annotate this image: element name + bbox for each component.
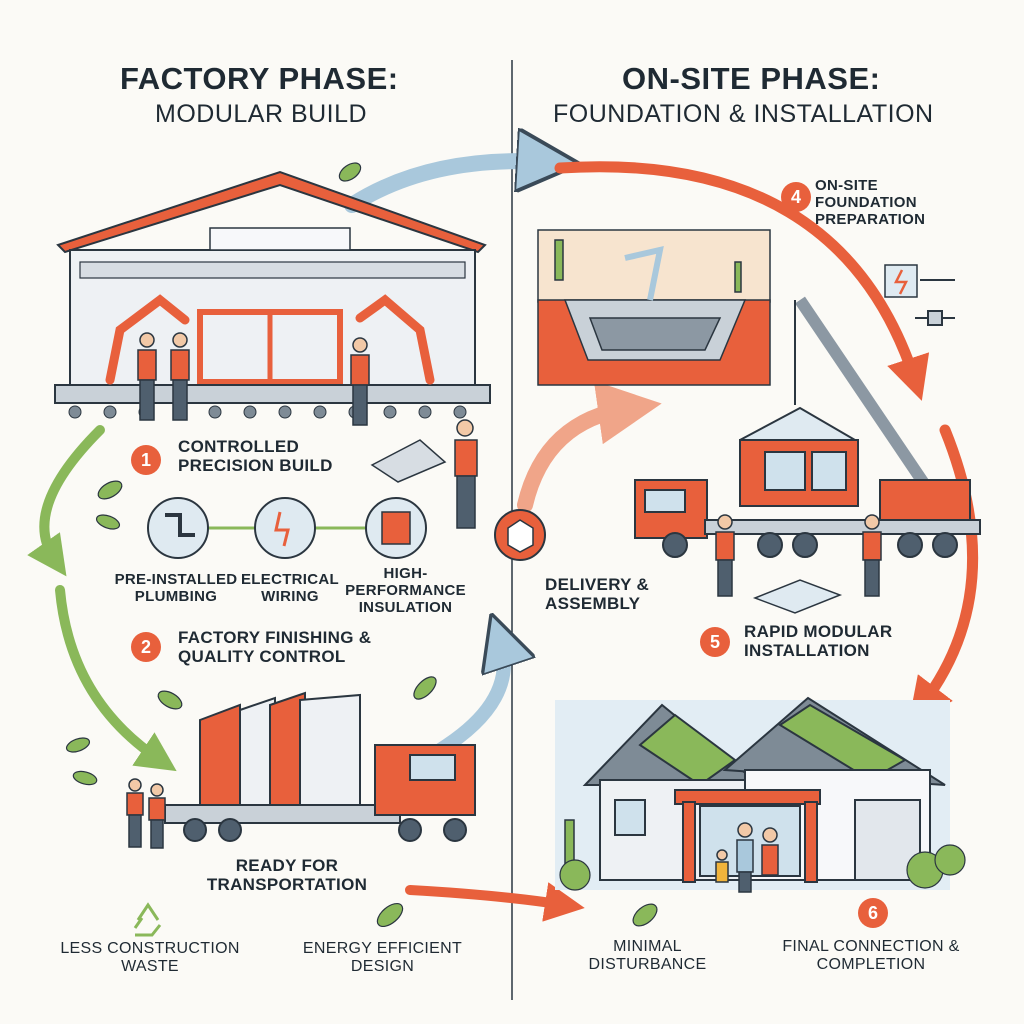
feature-icons-row	[147, 497, 427, 559]
flow-arrow-to-completion	[405, 882, 585, 922]
flow-arrow-onsite-arc-lower	[908, 424, 979, 723]
flow-arrow-delivery	[433, 640, 504, 757]
factory-phase-title: FACTORY PHASE:	[120, 61, 399, 96]
step-1-badge: 1	[131, 445, 161, 475]
feature-wiring-label: ELECTRICAL WIRING	[241, 571, 339, 605]
onsite-phase-title: ON-SITE PHASE:	[622, 61, 881, 96]
step-6-badge: 6	[858, 898, 888, 928]
flow-arrow-to-site	[344, 161, 548, 213]
flow-arrow-factory-arc	[55, 585, 177, 772]
benefit-energy-efficient: ENERGY EFFICIENT DESIGN	[302, 940, 463, 975]
flow-arrow-factory-down	[27, 425, 105, 577]
panel-truck-illustration	[164, 691, 476, 842]
step-2-badge: 2	[131, 632, 161, 662]
factory-building-illustration	[54, 170, 491, 529]
decorative-leaves	[65, 162, 658, 928]
step-6-label: FINAL CONNECTION & COMPLETION	[782, 938, 960, 973]
delivery-box-icon	[494, 509, 546, 561]
benefit-less-waste: LESS CONSTRUCTION WASTE	[60, 940, 240, 975]
cable-plug-icon	[915, 279, 955, 326]
step-3-label: DELIVERY & ASSEMBLY	[545, 575, 650, 614]
step-5-badge: 5	[700, 627, 730, 657]
loading-workers-illustration	[126, 778, 166, 849]
transport-label: READY FOR TRANSPORTATION	[206, 856, 368, 895]
step-4-badge: 4	[781, 182, 811, 212]
factory-phase-subtitle: MODULAR BUILD	[155, 100, 368, 128]
electrical-panel-icon	[884, 264, 918, 298]
foundation-scene-illustration	[537, 229, 771, 386]
step-5-label: RAPID MODULAR INSTALLATION	[744, 622, 893, 661]
crane-truck-illustration	[634, 296, 981, 558]
installer-workers-illustration	[715, 514, 882, 614]
plug-bolt-icon	[254, 497, 316, 559]
benefit-minimal-disturbance: MINIMAL DISTURBANCE	[588, 938, 707, 973]
onsite-phase-subtitle: FOUNDATION & INSTALLATION	[553, 100, 934, 128]
feature-insulation-label: HIGH-PERFORMANCE INSULATION	[345, 565, 466, 616]
bushes	[559, 844, 966, 891]
feature-plumbing-label: PRE-INSTALLED PLUMBING	[114, 571, 238, 605]
step-1-label: CONTROLLED PRECISION BUILD	[178, 437, 333, 476]
step-2-label: FACTORY FINISHING & QUALITY CONTROL	[178, 628, 372, 667]
recycle-icon	[133, 902, 162, 937]
family-illustration	[715, 822, 779, 893]
step-4-label: ON-SITE FOUNDATION PREPARATION	[815, 177, 926, 228]
flow-arrow-onsite-arc	[554, 161, 930, 401]
flow-arrow-assembly	[517, 380, 662, 513]
